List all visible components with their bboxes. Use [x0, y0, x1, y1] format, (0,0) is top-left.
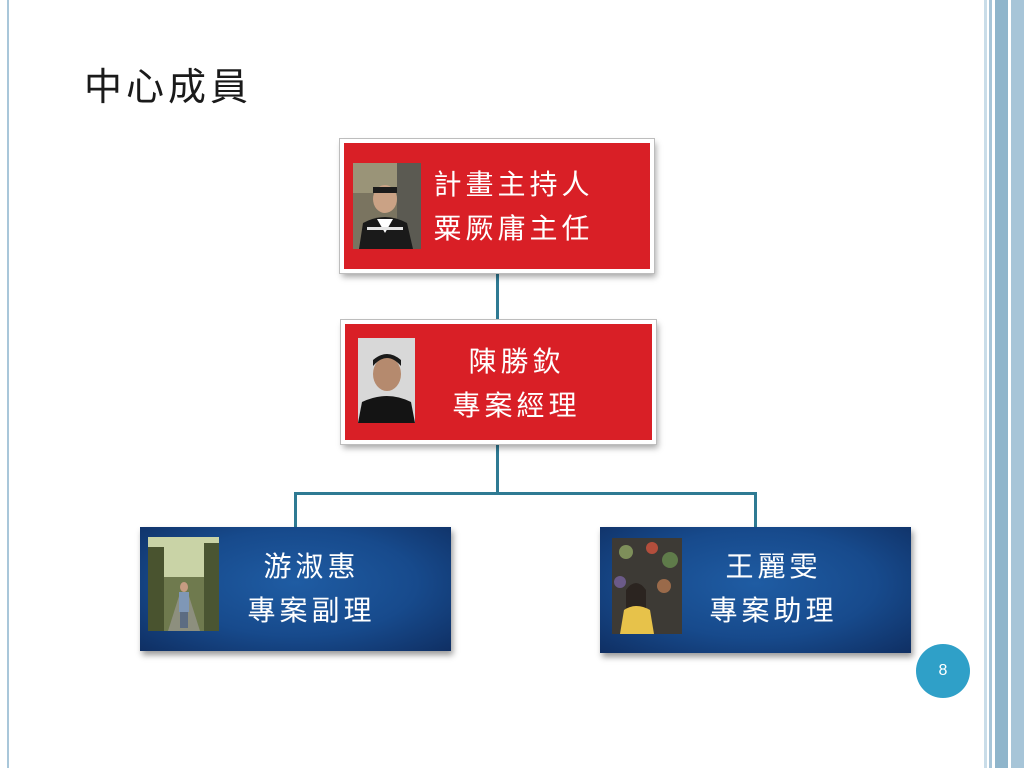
slide-left-border: [7, 0, 9, 768]
manager-role: 專案經理: [452, 389, 581, 422]
staff-deputy-role: 專案副理: [247, 594, 376, 627]
staff-deputy-text: 游淑惠 專案副理: [224, 545, 399, 633]
page-number-badge: 8: [916, 644, 970, 698]
org-node-staff-assistant[interactable]: 王麗雯 專案助理: [600, 527, 911, 653]
connector-manager-down: [496, 440, 499, 494]
connector-to-staff-left: [294, 492, 297, 528]
staff-assistant-role: 專案助理: [709, 594, 838, 627]
org-node-director[interactable]: 計畫主持人 粟厥庸主任: [339, 138, 655, 274]
connector-to-staff-right: [754, 492, 757, 528]
director-text: 計畫主持人 粟厥庸主任: [426, 163, 601, 251]
manager-photo: [358, 338, 415, 423]
director-photo: [353, 163, 421, 249]
staff-assistant-photo: [612, 538, 682, 634]
staff-deputy-photo: [148, 537, 219, 631]
person-photo-icon: [353, 163, 421, 249]
manager-text: 陳勝欽 專案經理: [429, 340, 604, 428]
slide-right-border: [980, 0, 1024, 768]
slide-title: 中心成員: [84, 65, 253, 109]
org-node-manager[interactable]: 陳勝欽 專案經理: [340, 319, 657, 445]
director-name: 粟厥庸主任: [433, 212, 594, 245]
connector-horizontal: [294, 492, 757, 495]
staff-assistant-text: 王麗雯 專案助理: [686, 545, 861, 633]
org-node-staff-deputy[interactable]: 游淑惠 專案副理: [140, 527, 451, 651]
director-role: 計畫主持人: [433, 168, 594, 201]
staff-deputy-name: 游淑惠: [263, 550, 360, 583]
connector-director-manager: [496, 270, 499, 326]
person-photo-icon: [358, 338, 415, 423]
person-photo-icon: [148, 537, 219, 631]
person-photo-icon: [612, 538, 682, 634]
manager-name: 陳勝欽: [468, 345, 565, 378]
staff-assistant-name: 王麗雯: [725, 550, 822, 583]
